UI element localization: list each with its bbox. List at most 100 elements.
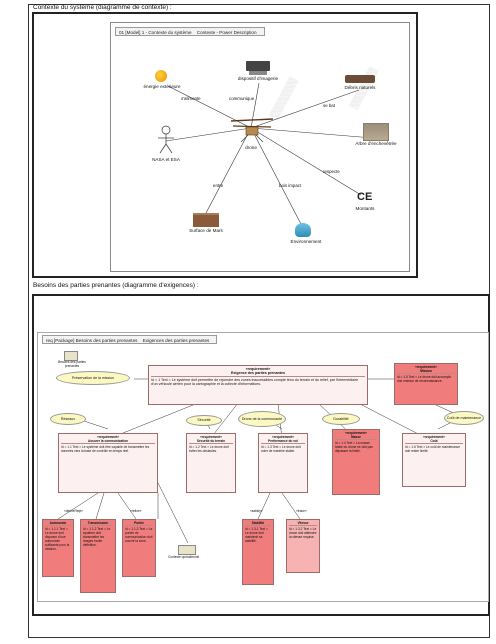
- rel-label-trace: «trace»: [296, 509, 307, 513]
- camera-device-base-icon: [249, 71, 267, 75]
- req-autonomie-name: Autonomie: [45, 521, 71, 526]
- edge-label-bois-impact: bois impact: [279, 183, 302, 188]
- context-diagram: 01 [Model] 1 - Contexte du système Conte…: [110, 22, 410, 272]
- mars-soil-icon: [193, 213, 219, 227]
- edge-ell-left: [83, 420, 109, 430]
- req-main-stereo: «requirement»: [245, 367, 271, 371]
- edge-tree: [250, 127, 374, 139]
- actor-debris-label: Débris naturels: [344, 85, 376, 90]
- context-tabbar: 01 [Model] 1 - Contexte du système Conte…: [115, 27, 265, 36]
- req-performance-vol-name: Performance du vol: [268, 439, 298, 443]
- actor-drone-label: drone: [245, 145, 257, 150]
- req-masse-name: Masse: [351, 435, 361, 439]
- req-securite-terrain-text: Id = 1.2 Text = Le drone doit éviter les…: [189, 445, 229, 453]
- req-securite-terrain[interactable]: «requirement»Sécurité du terrain Id = 1.…: [186, 433, 236, 493]
- req-masse-stereo: «requirement»: [345, 431, 367, 435]
- nasa-actor-icon: [158, 125, 174, 154]
- actor-soil-label: Surface de Mars: [189, 228, 223, 233]
- edge-env: [250, 127, 304, 229]
- edge-mid2-b4: [257, 492, 271, 520]
- drone-icon: [230, 118, 274, 143]
- package-label: Besoins des parties prenantes: [58, 360, 86, 368]
- requirements-diagram: req [Package] Besoins des parties prenan…: [37, 332, 489, 602]
- edge-left-b2: [95, 492, 105, 520]
- context-edges: [165, 82, 374, 229]
- requirements-tab-2[interactable]: Exigences des parties prenantes: [142, 338, 210, 343]
- requirements-tabbar: req [Package] Besoins des parties prenan…: [42, 335, 218, 344]
- req-main-text: Id = 1 Text = Le système doit permettre …: [151, 377, 359, 387]
- edge-left-b3: [117, 492, 137, 520]
- req-stabilite[interactable]: Stabilité Id = 1.3.1 Text = Le drone doi…: [242, 519, 274, 585]
- req-vitesse[interactable]: Vitesse Id = 1.3.2 Text = Le drone doit …: [286, 519, 320, 573]
- edge-mid2-b5: [281, 492, 301, 520]
- req-securite-terrain-name: Sécurité du terrain: [196, 439, 226, 443]
- actor-nasa-label: NASA et ESA: [152, 157, 180, 162]
- edge-left-side: [157, 482, 189, 544]
- actor-device-label: dispositif d'imagerie: [237, 76, 279, 81]
- req-mission-header: «requirement»Mission: [397, 365, 455, 374]
- edge-debris: [250, 89, 360, 129]
- operational-context-icon: [178, 545, 196, 555]
- req-performance-vol-header: «requirement»Performance du vol: [261, 435, 305, 444]
- req-portee[interactable]: Portée Id = 1.1.3 Text = La portée de co…: [122, 519, 156, 577]
- usecase-ellipse-reseaux: Réseaux: [50, 413, 86, 425]
- req-mission[interactable]: «requirement»Mission Id = 1.5 Text = Le …: [394, 363, 458, 405]
- requirements-tab-1[interactable]: req [Package] Besoins des parties prenan…: [46, 338, 138, 343]
- energy-icon: [155, 70, 167, 82]
- req-mission-stereo: «requirement»: [415, 365, 437, 369]
- rel-label-refine: «refine»: [130, 509, 142, 513]
- req-performance-vol[interactable]: «requirement»Performance du vol Id = 1.3…: [258, 433, 308, 493]
- edge-label-entre: entre: [213, 183, 224, 188]
- req-communication-text: Id = 1.1 Text = Le système doit être cap…: [61, 445, 150, 453]
- req-main[interactable]: «requirement»Exigence des parties prenan…: [148, 365, 368, 405]
- usecase-ellipse-maintenance: Coût de maintenance: [444, 411, 484, 425]
- req-transmission[interactable]: Transmission Id = 1.1.2 Text = Le systèm…: [80, 519, 116, 593]
- req-mission-text: Id = 1.5 Text = Le drone doit accomplir …: [397, 375, 452, 383]
- req-communication-name: Assurer la communication: [87, 439, 129, 443]
- usecase-ellipse-drone: Drone de la communauté: [238, 411, 286, 427]
- req-mission-name: Mission: [420, 369, 432, 373]
- actor-comms-label: Montants: [355, 206, 375, 211]
- req-communication-stereo: «requirement»: [97, 435, 119, 439]
- operational-context-label: Contexte opérationnel: [168, 555, 200, 559]
- req-communication[interactable]: «requirement»Assurer la communication Id…: [58, 433, 158, 493]
- environment-icon: [295, 223, 311, 237]
- req-masse-header: «requirement»Masse: [335, 431, 377, 440]
- req-securite-terrain-stereo: «requirement»: [200, 435, 222, 439]
- edge-label-se-bat: se bat: [323, 103, 335, 108]
- actor-energy-label: énergie extérieure: [143, 84, 181, 89]
- context-panel: 01 [Model] 1 - Contexte du système Conte…: [32, 12, 418, 278]
- usecase-ellipse-mission: Préservation de la mission: [56, 371, 130, 385]
- req-autonomie[interactable]: Autonomie Id = 1.1.1 Text = Le drone doi…: [42, 519, 74, 577]
- req-cout-name: Coût: [430, 439, 438, 443]
- req-cout[interactable]: «requirement»Coût Id = 1.6 Text = Le coû…: [402, 433, 466, 487]
- camera-device-icon: [246, 61, 270, 71]
- req-vitesse-name: Vitesse: [289, 521, 317, 526]
- edge-label-communique: communique: [229, 96, 255, 101]
- actor-env-label: Environnement: [290, 239, 322, 244]
- req-communication-header: «requirement»Assurer la communication: [61, 435, 155, 444]
- req-portee-text: Id = 1.1.3 Text = La portée de communica…: [125, 527, 153, 543]
- context-tab-1[interactable]: 01 [Model] 1 - Contexte du système: [119, 30, 192, 35]
- req-transmission-text: Id = 1.1.2 Text = Le système doit transm…: [83, 527, 111, 547]
- context-tab-2[interactable]: Contexte - Power Description: [196, 30, 257, 35]
- req-masse[interactable]: «requirement»Masse Id = 1.4 Text = La ma…: [332, 429, 380, 495]
- debris-icon: [345, 75, 375, 83]
- req-securite-terrain-header: «requirement»Sécurité du terrain: [189, 435, 233, 444]
- usecase-ellipse-securite: Sécurité: [186, 415, 222, 426]
- comms-icon: CE: [357, 191, 373, 203]
- edge-comms: [250, 127, 362, 196]
- req-portee-name: Portée: [125, 521, 153, 526]
- req-transmission-name: Transmission: [83, 521, 113, 526]
- usecase-ellipse-durabilite: Durabilité: [322, 413, 360, 425]
- req-main-name: Exigence des parties prenantes: [231, 371, 285, 376]
- req-cout-stereo: «requirement»: [423, 435, 445, 439]
- actor-tree-label: Arbre d'enchevêtrée: [355, 141, 397, 146]
- req-masse-text: Id = 1.4 Text = La masse totale du drone…: [335, 441, 373, 453]
- req-cout-text: Id = 1.6 Text = Le coût de maintenance d…: [405, 445, 461, 453]
- requirements-panel: req [Package] Besoins des parties prenan…: [32, 294, 490, 616]
- req-main-header: «requirement»Exigence des parties prenan…: [151, 367, 365, 377]
- edge-label-respecte: respecte: [323, 169, 340, 174]
- req-autonomie-text: Id = 1.1.1 Text = Le drone doit disposer…: [45, 527, 70, 551]
- req-cout-header: «requirement»Coût: [405, 435, 463, 444]
